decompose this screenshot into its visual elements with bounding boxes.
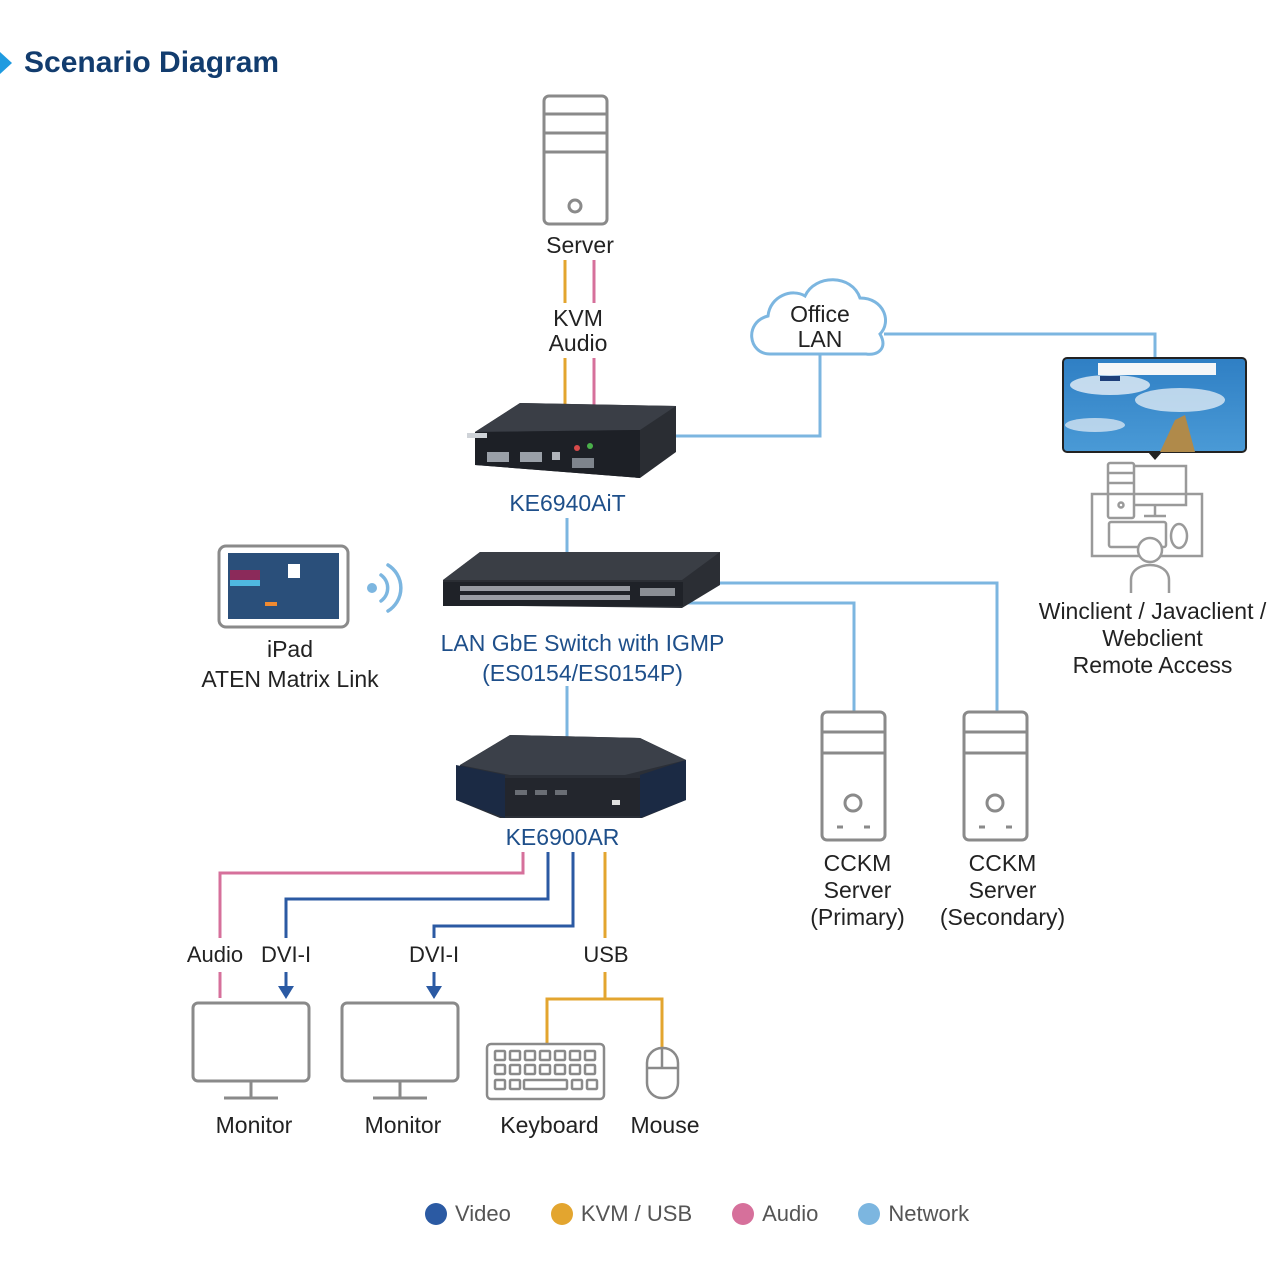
keyboard-key	[508, 1078, 522, 1091]
cckm-secondary-line3: (Secondary)	[939, 904, 1066, 930]
receiver-audio-line	[218, 852, 525, 938]
lan-switch-device-icon	[443, 552, 720, 608]
legend-dot-audio-icon	[732, 1203, 755, 1225]
keyboard-label: Keyboard	[500, 1112, 599, 1138]
legend-item-video: Video	[425, 1201, 511, 1227]
ipad-label-line1: iPad	[266, 636, 314, 662]
remote-access-label: Winclient / Javaclient / Webclient Remot…	[1010, 598, 1280, 679]
legend-label-video: Video	[455, 1201, 511, 1226]
cckm-primary-label: CCKM Server (Primary)	[795, 850, 920, 931]
keyboard-key	[570, 1078, 584, 1091]
dvi1-connection-label: DVI-I	[260, 942, 312, 967]
receiver-dvi1-line	[284, 852, 550, 938]
ipad-label: iPad ATEN Matrix Link	[180, 634, 400, 694]
cckm-primary-line2: Server	[823, 877, 892, 903]
keyboard-key	[493, 1049, 507, 1062]
legend: Video KVM / USB Audio Network	[425, 1201, 1009, 1227]
legend-dot-network-icon	[858, 1203, 881, 1225]
office-lan-label: Office LAN	[768, 302, 872, 352]
switch-label: LAN GbE Switch with IGMP (ES0154/ES0154P…	[420, 628, 745, 688]
switch-cckm-secondary-line	[695, 581, 999, 712]
legend-label-kvm-usb: KVM / USB	[580, 1201, 693, 1226]
ke6900ar-device-icon	[456, 735, 686, 818]
remote-display-screen	[1062, 357, 1247, 460]
keyboard-key	[508, 1063, 522, 1076]
server-link-label: KVM Audio	[528, 306, 628, 356]
keyboard-key	[553, 1063, 567, 1076]
keyboard-icon	[485, 1042, 606, 1101]
monitor-1-label: Monitor	[215, 1112, 293, 1138]
keyboard-key	[508, 1049, 522, 1062]
dvi1-arrow-icon	[278, 986, 294, 999]
office-lan-cloud-icon	[750, 278, 887, 356]
switch-label-line1: LAN GbE Switch with IGMP	[440, 630, 725, 656]
cckm-secondary-server-icon	[962, 710, 1029, 842]
server-label: Server	[546, 232, 614, 258]
keyboard-key	[568, 1063, 582, 1076]
cckm-secondary-line2: Server	[968, 877, 1037, 903]
dvi2-arrow-icon	[426, 986, 442, 999]
keyboard-key	[585, 1078, 599, 1091]
keyboard-key	[553, 1049, 567, 1062]
server-link-audio-label: Audio	[548, 330, 608, 356]
wireless-icon	[367, 563, 403, 613]
cckm-primary-line1: CCKM	[823, 850, 892, 876]
cckm-secondary-label: CCKM Server (Secondary)	[925, 850, 1080, 931]
mouse-label: Mouse	[630, 1112, 700, 1138]
ke6900ar-label: KE6900AR	[505, 824, 620, 850]
legend-label-network: Network	[888, 1201, 970, 1226]
keyboard-key	[523, 1063, 537, 1076]
keyboard-key	[583, 1063, 597, 1076]
ipad-label-line2: ATEN Matrix Link	[201, 666, 379, 692]
office-lan-line2: LAN	[797, 326, 843, 352]
remote-access-line3: Remote Access	[1072, 652, 1233, 678]
switch-label-line2: (ES0154/ES0154P)	[482, 660, 683, 686]
transmitter-office-lan-line	[676, 352, 822, 438]
ke6940ait-device-icon	[467, 403, 676, 478]
server-link-kvm-label: KVM	[553, 305, 603, 331]
legend-item-kvm-usb: KVM / USB	[550, 1201, 693, 1227]
ke6940ait-label: KE6940AiT	[509, 490, 626, 516]
keyboard-key	[538, 1049, 552, 1062]
usb-keyboard-mouse-line	[545, 997, 664, 1048]
monitor-2-icon	[340, 1001, 460, 1100]
cckm-secondary-line1: CCKM	[968, 850, 1037, 876]
legend-item-audio: Audio	[732, 1201, 818, 1227]
office-lan-remote-line	[884, 332, 1157, 358]
dvi2-connection-label: DVI-I	[408, 942, 460, 967]
switch-cckm-primary-line	[683, 601, 856, 712]
mouse-icon	[645, 1046, 680, 1100]
legend-item-network: Network	[858, 1201, 969, 1227]
audio-connection-label: Audio	[186, 942, 244, 967]
usb-connection-label: USB	[583, 942, 629, 967]
remote-access-line2: Webclient	[1102, 625, 1203, 651]
keyboard-key	[523, 1049, 537, 1062]
keyboard-key	[583, 1049, 597, 1062]
title-arrow-icon	[0, 52, 12, 74]
keyboard-key	[493, 1078, 507, 1091]
office-lan-line1: Office	[790, 301, 850, 327]
monitor-1-icon	[191, 1001, 311, 1100]
receiver-dvi2-line	[432, 852, 575, 938]
keyboard-key	[493, 1063, 507, 1076]
page-title: Scenario Diagram	[24, 46, 280, 79]
keyboard-key	[568, 1049, 582, 1062]
server-icon	[542, 94, 609, 226]
ipad-icon	[217, 544, 350, 629]
legend-dot-kvm-usb-icon	[550, 1203, 573, 1225]
legend-label-audio: Audio	[762, 1201, 819, 1226]
keyboard-key	[538, 1063, 552, 1076]
monitor-2-label: Monitor	[364, 1112, 442, 1138]
legend-dot-video-icon	[425, 1203, 447, 1225]
cckm-primary-server-icon	[820, 710, 887, 842]
cckm-primary-line3: (Primary)	[810, 904, 905, 930]
remote-access-line1: Winclient / Javaclient /	[1038, 598, 1267, 624]
remote-workstation-icon	[1090, 461, 1204, 593]
